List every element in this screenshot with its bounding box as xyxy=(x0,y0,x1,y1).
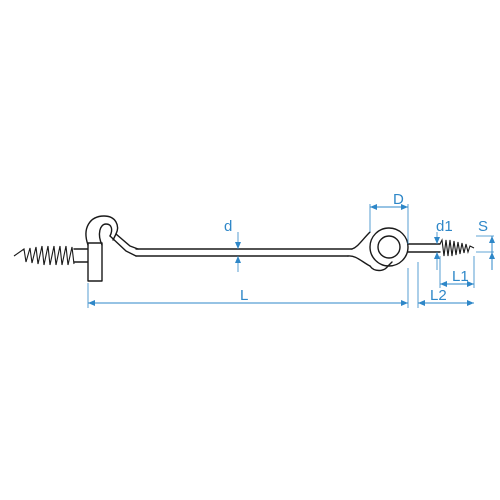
right-shank xyxy=(407,243,441,253)
dimension-L1: L1 xyxy=(439,256,475,288)
eye-outer xyxy=(369,227,409,267)
label-d1: d1 xyxy=(436,218,453,235)
dimension-S: S xyxy=(476,218,495,270)
left-leg xyxy=(87,242,103,282)
dimension-D: D xyxy=(369,191,409,244)
eye-hook-tip xyxy=(369,261,393,272)
left-hook-loop xyxy=(85,215,119,246)
left-shank xyxy=(73,248,89,263)
eye-screw xyxy=(369,227,475,272)
left-hook-bend xyxy=(109,233,139,257)
label-L2: L2 xyxy=(430,287,447,304)
label-L1: L1 xyxy=(452,268,469,285)
left-hook xyxy=(13,215,139,282)
dimension-L: L xyxy=(87,268,409,308)
label-S: S xyxy=(478,218,488,235)
label-D: D xyxy=(393,191,404,208)
label-d: d xyxy=(224,218,232,235)
dimension-L2: L2 xyxy=(417,262,474,308)
label-L: L xyxy=(240,287,248,304)
right-screw-thread xyxy=(439,238,475,257)
eye-inner xyxy=(377,235,401,259)
dimension-d: d xyxy=(224,218,241,272)
dimension-d1: d1 xyxy=(434,218,453,270)
rod xyxy=(135,231,371,267)
left-screw-thread xyxy=(13,245,75,266)
